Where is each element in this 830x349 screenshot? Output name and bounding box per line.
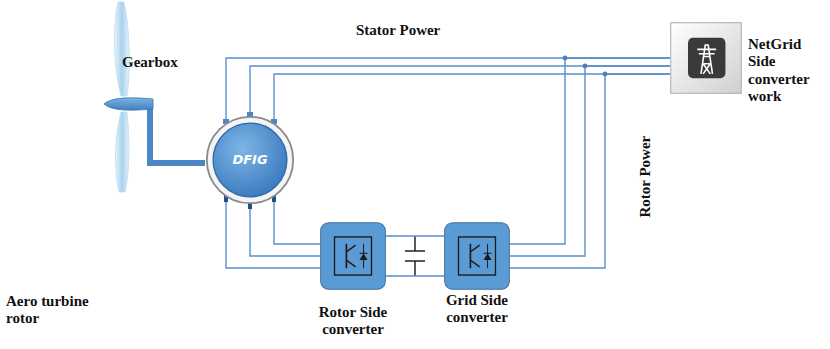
drive-shaft [150, 104, 205, 163]
conv-shape [444, 222, 510, 290]
junction-dot [563, 56, 568, 61]
power-wire [510, 58, 670, 268]
conv-shape [320, 222, 386, 290]
power-wire [226, 198, 320, 268]
converter-box: Rotor Side converter [320, 222, 386, 290]
dc-link-capacitor [405, 236, 425, 276]
grid-icon: NetGrid Side converter work [670, 22, 742, 94]
grid-shape [670, 22, 742, 94]
turbine-blade [115, 112, 129, 192]
junction-dot [583, 64, 588, 69]
node-label: Rotor Side converter [296, 304, 410, 339]
converter-box: Grid Side converter [444, 222, 510, 290]
node-label: Grid Side converter [432, 292, 522, 327]
power-wire [386, 236, 444, 276]
part-label: Aero turbine rotor [6, 293, 116, 328]
junction-dot [603, 72, 608, 77]
power-label: Rotor Power [637, 127, 654, 227]
node-label: NetGrid Side converter work [748, 36, 826, 105]
generator-circle: DFIG [205, 115, 295, 205]
power-label: Stator Power [356, 22, 486, 39]
power-wire [226, 58, 670, 122]
rotor-hub [104, 98, 153, 110]
node-label: DFIG [205, 153, 295, 168]
turbine-blade [114, 2, 129, 96]
part-label: Gearbox [122, 54, 202, 71]
